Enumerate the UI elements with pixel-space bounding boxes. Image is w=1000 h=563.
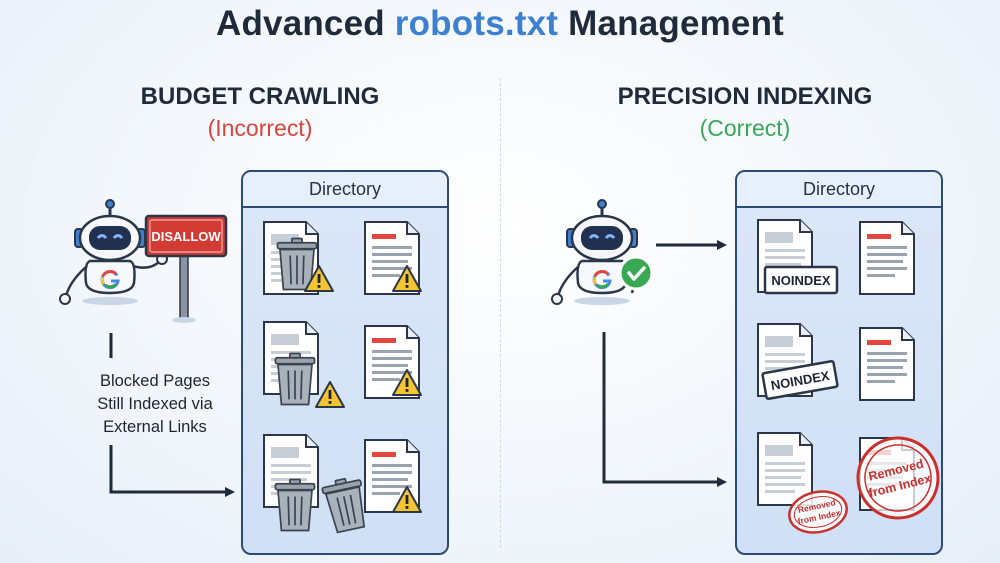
right-subheading: (Correct) xyxy=(699,115,791,141)
trash-can-icon xyxy=(320,474,371,535)
disallow-sign-label: DISALLOW xyxy=(151,229,221,244)
trash-can-icon xyxy=(274,352,316,406)
page-title: Advanced robots.txt Management xyxy=(0,4,1000,44)
blocked-pages-note: Blocked Pages Still Indexed via External… xyxy=(70,370,240,439)
right-row-3: Removed from Index Removed from Index xyxy=(757,432,940,534)
right-row-2: NOINDEX xyxy=(757,323,915,401)
trash-can-icon xyxy=(274,478,316,532)
left-row-3 xyxy=(263,434,422,535)
note-line-1: Blocked Pages xyxy=(99,372,211,390)
left-heading: BUDGET CRAWLING xyxy=(140,83,380,110)
section-divider xyxy=(500,78,501,548)
left-row-2 xyxy=(263,321,422,408)
noindex-tag-1: NOINDEX xyxy=(763,265,839,295)
disallow-sign: DISALLOW xyxy=(144,214,228,323)
title-prefix: Advanced xyxy=(215,4,395,43)
noindex-tag-2: NOINDEX xyxy=(761,360,839,400)
title-suffix: Management xyxy=(558,4,785,43)
note-line-2: Still Indexed via xyxy=(97,395,213,413)
document-icon xyxy=(859,221,915,295)
document-icon xyxy=(757,432,813,506)
document-icon xyxy=(859,327,915,401)
left-subheading: (Incorrect) xyxy=(207,115,313,141)
right-robot-icon xyxy=(550,198,654,307)
title-accent: robots.txt xyxy=(394,4,559,43)
note-line-3: External Links xyxy=(103,418,207,436)
warning-triangle-icon xyxy=(315,381,345,408)
removed-stamp-small: Removed from Index xyxy=(788,490,848,534)
right-heading: PRECISION INDEXING xyxy=(617,83,873,110)
left-directory-header: Directory xyxy=(243,172,447,208)
right-directory-header: Directory xyxy=(737,172,941,208)
left-row-1 xyxy=(263,221,422,295)
right-row-1: NOINDEX xyxy=(757,219,915,295)
removed-stamp-big: Removed from Index xyxy=(856,436,940,520)
right-bottom-arrow xyxy=(602,332,727,487)
left-flow-arrow xyxy=(109,445,235,497)
noindex-tag-1-label: NOINDEX xyxy=(771,273,831,288)
check-circle-icon xyxy=(618,255,654,291)
